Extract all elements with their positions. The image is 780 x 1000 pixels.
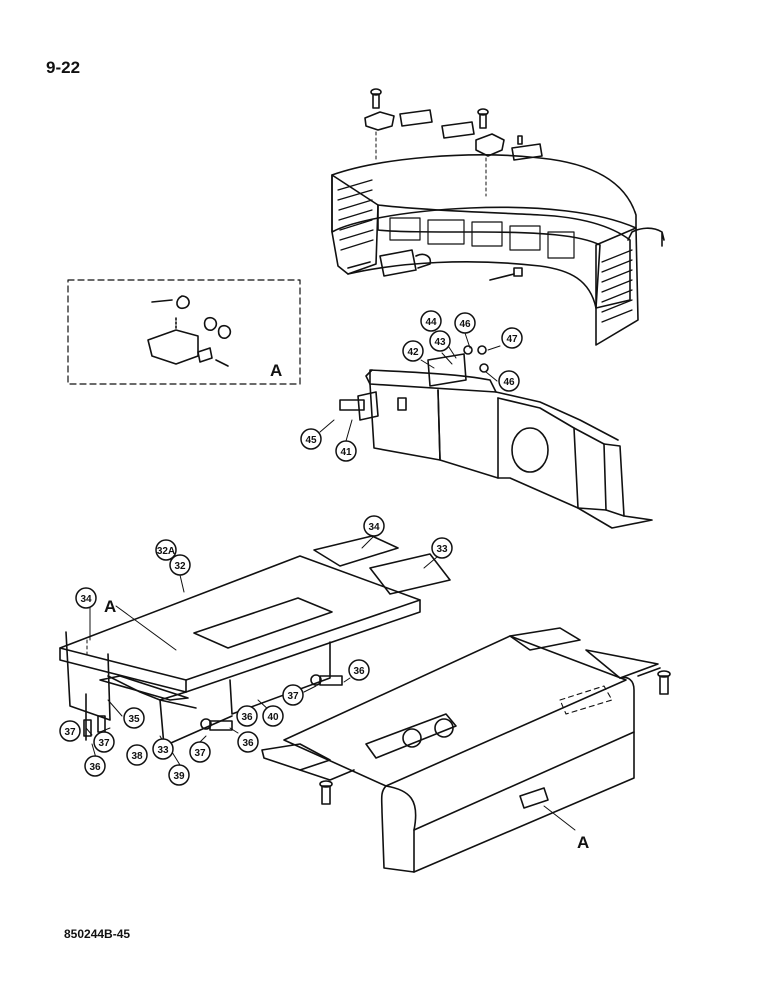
callout-37: 37 [59,720,81,742]
svg-text:41: 41 [340,447,352,458]
view-a-label-left: A [104,597,116,616]
svg-text:42: 42 [407,347,419,358]
callout-32: 32 [169,554,191,576]
callout-42: 42 [402,340,424,362]
callout-36: 36 [236,705,258,727]
callout-45: 45 [300,428,322,450]
svg-text:37: 37 [98,738,110,749]
svg-text:32: 32 [174,561,186,572]
svg-text:45: 45 [305,435,317,446]
svg-text:37: 37 [194,748,206,759]
callout-36: 36 [348,659,370,681]
view-labels: A A A [104,361,589,852]
svg-text:36: 36 [242,738,254,749]
svg-text:34: 34 [368,522,380,533]
floor-plate-assembly [59,535,451,747]
svg-text:43: 43 [434,337,446,348]
svg-text:44: 44 [425,317,437,328]
svg-text:37: 37 [64,727,76,738]
document-code: 850244B-45 [64,927,131,941]
callout-41: 41 [335,440,357,462]
svg-text:32A: 32A [157,546,175,557]
callout-35: 35 [123,707,145,729]
callout-37: 37 [93,731,115,753]
callout-33: 33 [431,537,453,559]
svg-text:46: 46 [459,319,471,330]
callout-46: 46 [454,312,476,334]
callout-39: 39 [168,764,190,786]
callout-46: 46 [498,370,520,392]
detail-a-label: A [270,361,282,380]
detail-a-inset [67,279,301,385]
svg-text:46: 46 [503,377,515,388]
callout-34: 34 [363,515,385,537]
svg-text:36: 36 [241,712,253,723]
callout-44: 44 [420,310,442,332]
page-number: 9-22 [46,58,81,77]
callout-34: 34 [75,587,97,609]
svg-text:38: 38 [131,751,143,762]
floor-cover-assembly [261,627,661,873]
callout-40: 40 [262,705,284,727]
svg-text:37: 37 [287,691,299,702]
rear-hood-assembly [331,88,665,346]
callout-37: 37 [189,741,211,763]
svg-text:47: 47 [506,334,518,345]
callout-37: 37 [282,684,304,706]
callout-36: 36 [84,755,106,777]
side-shroud-assembly [339,345,653,529]
svg-text:35: 35 [128,714,140,725]
callout-38: 38 [126,744,148,766]
svg-text:39: 39 [173,771,185,782]
callouts: 44 46 43 47 42 46 45 41 34 33 32A 32 34 … [59,310,523,786]
callout-33: 33 [152,738,174,760]
callout-43: 43 [429,330,451,352]
callout-32a: 32A [155,539,177,561]
svg-text:34: 34 [80,594,92,605]
svg-text:33: 33 [157,745,169,756]
lower-hardware [83,670,671,805]
callout-47: 47 [501,327,523,349]
callout-36: 36 [237,731,259,753]
svg-text:33: 33 [436,544,448,555]
svg-text:40: 40 [267,712,279,723]
svg-text:36: 36 [353,666,365,677]
view-a-label-right: A [577,833,589,852]
svg-text:36: 36 [89,762,101,773]
